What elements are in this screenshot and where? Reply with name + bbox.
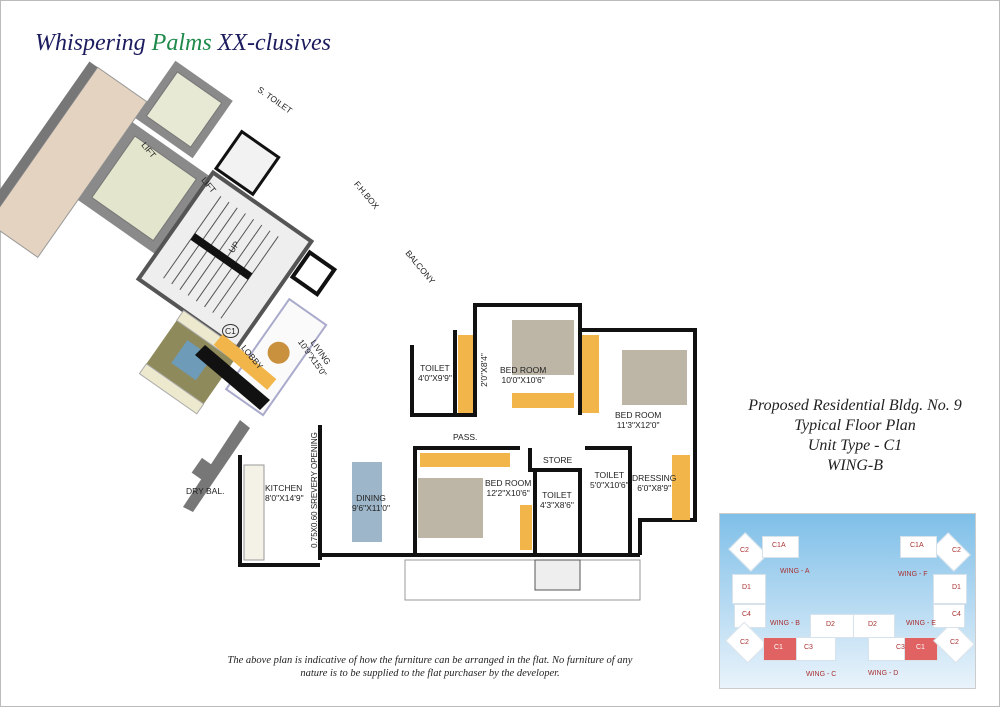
kp-label: C2 bbox=[952, 547, 961, 554]
desk-2 bbox=[582, 335, 599, 413]
kp-label: C2 bbox=[740, 639, 749, 646]
kp-label: D2 bbox=[826, 621, 835, 628]
kp-unit-c1-b-highlight bbox=[763, 637, 797, 661]
kp-unit-d2-d bbox=[853, 614, 895, 638]
kp-wing-label: WING - B bbox=[770, 620, 800, 627]
kp-label: D1 bbox=[952, 584, 961, 591]
duct bbox=[534, 559, 581, 591]
building-name: Proposed Residential Bldg. No. 9 bbox=[748, 397, 962, 414]
kp-label: C2 bbox=[740, 547, 749, 554]
kp-unit-c1a-a bbox=[762, 536, 799, 558]
title-part-1: Whispering bbox=[35, 30, 152, 56]
kp-label: D2 bbox=[868, 621, 877, 628]
kp-unit-c4-a bbox=[734, 604, 766, 628]
kp-wing-label: WING - D bbox=[868, 670, 899, 677]
wing-name: WING-B bbox=[827, 457, 883, 474]
title-part-3: XX-clusives bbox=[211, 30, 331, 56]
kitchen-platform bbox=[243, 464, 265, 561]
desk-3 bbox=[520, 505, 532, 550]
wardrobe-3 bbox=[420, 453, 510, 467]
flat-walls bbox=[238, 303, 697, 567]
kp-label: C3 bbox=[804, 644, 813, 651]
living-table bbox=[171, 340, 212, 381]
core-wall bbox=[0, 61, 98, 223]
passage-label: PASS. bbox=[453, 432, 478, 442]
kp-unit-d1-a bbox=[732, 574, 766, 604]
dry-balcony-label: DRY BAL. bbox=[186, 486, 225, 496]
title-part-2: Palms bbox=[151, 30, 212, 56]
kp-unit-c1-e-highlight bbox=[904, 637, 938, 661]
disclaimer-line-2: nature is to be supplied to the flat pur… bbox=[300, 668, 560, 679]
wardrobe-label: 2'0"X8'4" bbox=[478, 353, 489, 387]
unit-c1-marker: C1 bbox=[222, 324, 239, 338]
kp-label: C1 bbox=[774, 644, 783, 651]
bottom-balcony bbox=[404, 559, 641, 601]
kp-wing-label: WING - F bbox=[898, 571, 928, 578]
bed-2 bbox=[622, 350, 687, 405]
core-block bbox=[0, 60, 338, 417]
kp-label: C1 bbox=[916, 644, 925, 651]
washing-machine bbox=[191, 457, 219, 485]
fh-box bbox=[289, 249, 338, 298]
plan-info: Proposed Residential Bldg. No. 9 Typical… bbox=[720, 396, 990, 476]
lobby-shoe-rack bbox=[213, 334, 277, 390]
kp-wing-label: WING - C bbox=[806, 671, 837, 678]
servery-opening-label: 0.75X0.60 SREVERY OPENING bbox=[309, 432, 319, 548]
dressing-wardrobe bbox=[672, 455, 690, 520]
wardrobe-1 bbox=[458, 335, 473, 413]
furniture bbox=[243, 320, 690, 601]
store-label: STORE bbox=[543, 455, 573, 465]
kp-unit-c1a-f bbox=[900, 536, 937, 558]
dining-table bbox=[352, 462, 382, 542]
bed-3 bbox=[418, 478, 483, 538]
disclaimer: The above plan is indicative of how the … bbox=[190, 654, 670, 680]
plan-type: Typical Floor Plan bbox=[794, 417, 916, 434]
kp-label: C2 bbox=[950, 639, 959, 646]
lift-car-2 bbox=[91, 135, 198, 242]
kp-wing-label: WING - E bbox=[906, 620, 936, 627]
kp-unit-c3-c bbox=[796, 637, 836, 661]
kp-label: C1A bbox=[772, 542, 786, 549]
disclaimer-line-1: The above plan is indicative of how the … bbox=[227, 655, 633, 666]
bed-1 bbox=[512, 320, 574, 375]
kp-unit-d1-f bbox=[933, 574, 967, 604]
stair-divider bbox=[190, 233, 253, 280]
kp-label: C1A bbox=[910, 542, 924, 549]
balcony-table bbox=[267, 341, 290, 364]
kp-label: C3 bbox=[896, 644, 905, 651]
kp-label: C4 bbox=[742, 611, 751, 618]
kp-label: C4 bbox=[952, 611, 961, 618]
kp-unit-c2-f bbox=[931, 532, 971, 572]
kp-unit-c4-f bbox=[933, 604, 965, 628]
dry-balcony-wall bbox=[183, 420, 250, 512]
study-desk-1 bbox=[512, 393, 574, 408]
sofa-2 bbox=[138, 363, 205, 415]
kp-label: D1 bbox=[742, 584, 751, 591]
kp-wing-label: WING - A bbox=[780, 568, 810, 575]
key-plan: C2 C1A D1 C4 C2 C1 C3 D2 D2 C3 C1 C2 C4 … bbox=[719, 513, 976, 689]
service-toilet bbox=[213, 129, 281, 197]
page-title: Whispering Palms XX-clusives bbox=[35, 30, 331, 57]
lift-car-1 bbox=[145, 71, 223, 148]
kp-unit-d2-c bbox=[810, 614, 854, 638]
unit-type: Unit Type - C1 bbox=[807, 437, 903, 454]
lobby-wall bbox=[195, 345, 270, 410]
